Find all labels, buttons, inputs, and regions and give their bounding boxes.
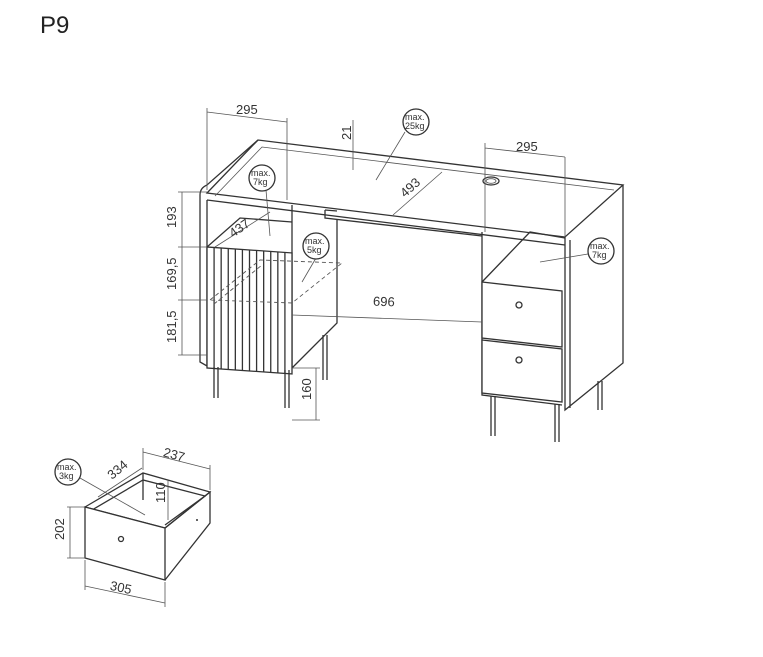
dim-right-width: 295 xyxy=(516,139,538,154)
legs xyxy=(213,335,603,442)
svg-text:3kg: 3kg xyxy=(59,471,74,481)
desk xyxy=(199,139,625,442)
drawer-2 xyxy=(481,339,563,403)
svg-text:max.: max. xyxy=(305,236,325,246)
dim-leg-height: 160 xyxy=(299,378,314,400)
load-badge-left-shelf: max. 7kg xyxy=(248,164,276,192)
dim-shelf-depth: 437 xyxy=(226,216,252,241)
svg-text:max.: max. xyxy=(251,168,271,178)
right-panel xyxy=(564,185,624,412)
load-badge-drawer: max. 3kg xyxy=(54,458,82,486)
drawing-title: P9 xyxy=(40,12,70,39)
cable-grommet xyxy=(482,176,500,186)
dim-height-middle: 169,5 xyxy=(164,257,179,290)
drawer-dim-front-width: 305 xyxy=(109,578,133,597)
load-badge-right-shelf: max. 7kg xyxy=(587,237,615,265)
dim-knee-width: 696 xyxy=(373,294,395,310)
dim-height-lower: 181,5 xyxy=(164,310,179,343)
fluted-door xyxy=(206,246,293,375)
svg-text:7kg: 7kg xyxy=(592,250,607,260)
svg-text:max.: max. xyxy=(590,241,610,251)
svg-text:max.: max. xyxy=(57,462,77,472)
drawer-dim-inner-height: 110 xyxy=(153,482,168,503)
dimension-lines xyxy=(178,108,589,421)
drawer-knob xyxy=(117,535,125,543)
dim-top-depth: 493 xyxy=(397,175,423,201)
load-badge-top: max. 25kg xyxy=(402,108,430,136)
svg-text:5kg: 5kg xyxy=(307,245,322,255)
dim-height-upper: 193 xyxy=(164,206,179,228)
modesty-panel xyxy=(324,210,483,237)
drawer-dim-width: 237 xyxy=(162,444,187,464)
drawer-1 xyxy=(481,281,563,348)
drawer-dim-front-height: 202 xyxy=(52,518,67,540)
dim-top-rim: 21 xyxy=(339,126,354,140)
svg-text:25kg: 25kg xyxy=(405,121,425,131)
drawer-1-knob xyxy=(515,301,523,309)
drawer-2-knob xyxy=(515,356,523,364)
drawer-front xyxy=(84,506,166,581)
load-badge-inner-shelf: max. 5kg xyxy=(302,232,330,260)
left-cabinet-side xyxy=(291,205,338,370)
dim-left-width: 295 xyxy=(236,102,258,117)
drawer-detail: 237 334 110 202 305 max. 3kg xyxy=(52,444,212,607)
svg-text:max.: max. xyxy=(405,112,425,122)
svg-text:7kg: 7kg xyxy=(253,177,268,187)
inner-shelf-dashed xyxy=(208,259,344,305)
